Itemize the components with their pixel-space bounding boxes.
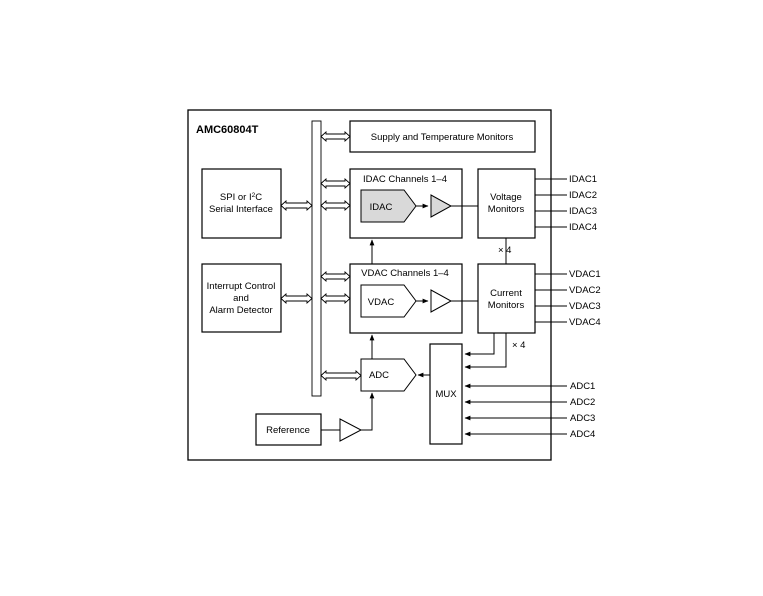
current-monitors-block (477, 263, 536, 334)
vdac2-label: VDAC2 (569, 285, 601, 296)
current-monitors-label-2: Monitors (488, 300, 525, 311)
serial-interface-label-1: SPI or I2C (220, 192, 262, 204)
adc4-label: ADC4 (570, 429, 595, 440)
idac-dac-shape (360, 189, 417, 223)
adc3-label: ADC3 (570, 413, 595, 424)
voltage-monitors-block (477, 168, 536, 239)
bus-arrow-vdac (320, 292, 351, 305)
idac-pins: IDAC1 IDAC2 IDAC3 IDAC4 (535, 174, 597, 233)
vdac-channels-label: VDAC Channels 1–4 (361, 268, 449, 279)
adc1-label: ADC1 (570, 381, 595, 392)
current-monitors-label-1: Current (490, 288, 522, 299)
idac-dac-label: IDAC (370, 202, 393, 213)
reference-label: Reference (266, 425, 310, 436)
bus-arrow-serial-left (280, 199, 313, 212)
bus-arrow-idac (320, 199, 351, 212)
current-to-mux-wire-1 (464, 333, 495, 357)
idac-channels-label: IDAC Channels 1–4 (363, 174, 447, 185)
adc2-label: ADC2 (570, 397, 595, 408)
idac3-label: IDAC3 (569, 206, 597, 217)
x4-current-label: × 4 (512, 340, 525, 351)
adc-label: ADC (369, 370, 389, 381)
vdac-dac-label: VDAC (368, 297, 395, 308)
vdac-pins: VDAC1 VDAC2 VDAC3 VDAC4 (535, 269, 601, 328)
vdac3-label: VDAC3 (569, 301, 601, 312)
bus-arrow-supply (320, 130, 351, 143)
voltage-monitors-label-1: Voltage (490, 192, 522, 203)
vdac-dac-shape (360, 284, 417, 318)
reference-buffer (339, 418, 363, 442)
idac-amplifier (430, 194, 453, 218)
idac4-label: IDAC4 (569, 222, 597, 233)
bus-arrows (280, 130, 362, 382)
serial-interface-block (201, 168, 282, 239)
vdac-amplifier (430, 289, 453, 313)
bus-arrow-vdac-2 (320, 270, 351, 283)
current-to-mux-wire-2 (464, 333, 507, 370)
serial-interface-label-2: Serial Interface (209, 204, 273, 215)
interrupt-label-1: Interrupt Control (207, 281, 276, 292)
vdac1-label: VDAC1 (569, 269, 601, 280)
internal-bus (311, 120, 322, 397)
vdac-pin-wire (535, 273, 567, 323)
idac-pin-wire (535, 178, 567, 228)
supply-temp-monitors-label: Supply and Temperature Monitors (371, 132, 514, 143)
bus-arrow-adc (320, 369, 362, 382)
reference-to-adc-wire (361, 392, 375, 431)
x4-voltage-label: × 4 (498, 245, 511, 256)
bus-arrow-idac-monitors (320, 177, 351, 190)
vdac4-label: VDAC4 (569, 317, 601, 328)
supply-temp-monitors-block (349, 120, 536, 153)
bus-arrow-interrupt-left (280, 292, 313, 305)
idac1-label: IDAC1 (569, 174, 597, 185)
idac2-label: IDAC2 (569, 190, 597, 201)
chip-title: AMC60804T (196, 124, 259, 136)
reference-block (255, 413, 322, 446)
interrupt-label-3: Alarm Detector (209, 305, 272, 316)
mux-label: MUX (435, 389, 457, 400)
adc-shape (360, 358, 417, 392)
mux-block (429, 343, 463, 445)
adc-pins: ADC1 ADC2 ADC3 ADC4 (464, 381, 595, 440)
voltage-monitors-label-2: Monitors (488, 204, 525, 215)
interrupt-label-2: and (233, 293, 249, 304)
